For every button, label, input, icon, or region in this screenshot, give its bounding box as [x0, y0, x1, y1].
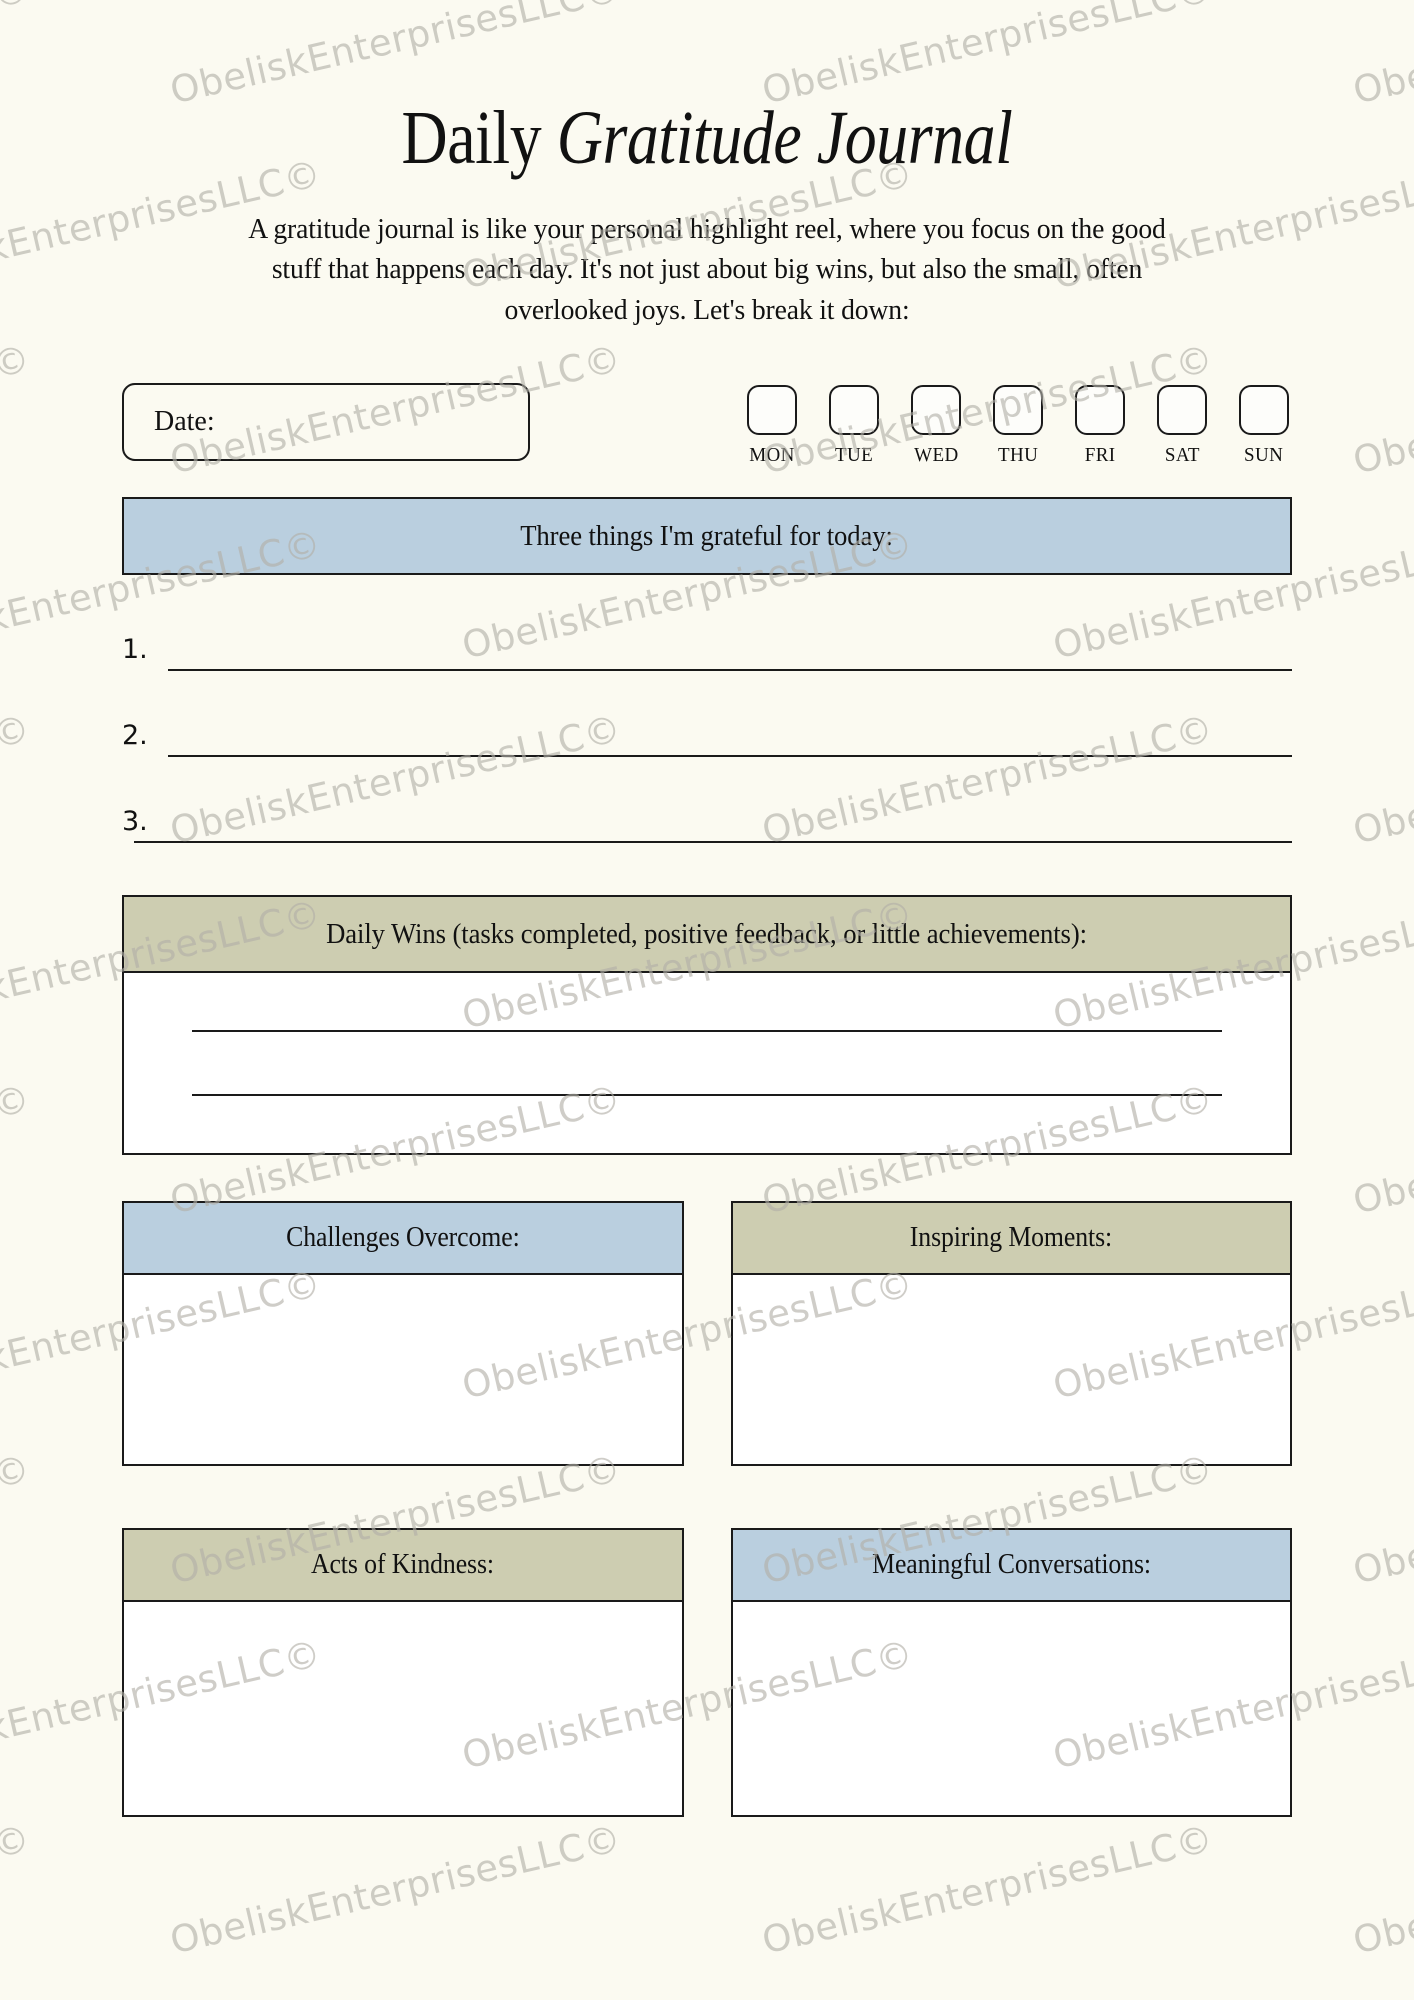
weekday-label-tue: TUE: [834, 444, 874, 467]
page-title: Daily Gratitude Journal: [216, 100, 1199, 176]
quadrant-acts-of-kindness: Acts of Kindness:: [122, 1528, 684, 1818]
grateful-heading-text: Three things I'm grateful for today:: [520, 519, 894, 552]
grateful-number-3: 3.: [122, 806, 148, 838]
quadrant-row-bottom: Acts of Kindness: Meaningful Conversatio…: [122, 1528, 1292, 1818]
checkbox-fri[interactable]: [1075, 385, 1125, 436]
weekday-label-sat: SAT: [1164, 444, 1200, 467]
weekday-label-thu: THU: [997, 444, 1039, 467]
weekday-label-sun: SUN: [1244, 444, 1284, 467]
grateful-writeline-2[interactable]: [168, 755, 1292, 758]
weekday-thu[interactable]: THU: [990, 385, 1046, 467]
grateful-writeline-3[interactable]: [134, 841, 1292, 844]
checkbox-wed[interactable]: [911, 385, 961, 436]
weekday-wed[interactable]: WED: [908, 385, 964, 467]
checkbox-sat[interactable]: [1157, 385, 1207, 436]
grateful-lines: 1. 2. 3.: [122, 613, 1292, 844]
daily-wins-panel: Daily Wins (tasks completed, positive fe…: [122, 895, 1292, 1156]
daily-wins-heading-text: Daily Wins (tasks completed, positive fe…: [326, 917, 1088, 950]
daily-wins-writeline-1[interactable]: [192, 1030, 1222, 1033]
inspiring-moments-heading-bar: Inspiring Moments:: [730, 1201, 1292, 1276]
watermark-text: ObeliskEnterprisesLLC©: [166, 1816, 626, 1963]
date-label: Date:: [154, 406, 215, 438]
watermark-text: ObeliskEnterprisesLLC©: [1349, 0, 1414, 113]
intro-paragraph: A gratitude journal is like your persona…: [248, 214, 1166, 326]
challenges-overcome-heading-bar: Challenges Overcome:: [122, 1201, 684, 1276]
meaningful-conversations-body[interactable]: [730, 1602, 1292, 1818]
challenges-overcome-body[interactable]: [122, 1275, 684, 1467]
meta-row: Date: MON TUE WED THU: [122, 383, 1292, 475]
grateful-item-1[interactable]: 1.: [122, 613, 1292, 672]
watermark-text: ObeliskEnterprisesLLC©: [1349, 1816, 1414, 1963]
grateful-number-1: 1.: [122, 634, 148, 666]
challenges-overcome-heading-text: Challenges Overcome:: [285, 1222, 520, 1254]
inspiring-moments-heading-text: Inspiring Moments:: [910, 1222, 1113, 1254]
weekday-tue[interactable]: TUE: [826, 385, 882, 467]
daily-wins-writeline-2[interactable]: [192, 1094, 1222, 1097]
daily-wins-body[interactable]: [122, 973, 1292, 1156]
meaningful-conversations-heading-bar: Meaningful Conversations:: [730, 1528, 1292, 1603]
acts-of-kindness-heading-text: Acts of Kindness:: [311, 1549, 495, 1581]
quadrant-inspiring-moments: Inspiring Moments:: [730, 1201, 1292, 1467]
weekday-fri[interactable]: FRI: [1072, 385, 1128, 467]
grateful-item-2[interactable]: 2.: [122, 699, 1292, 758]
grateful-heading-bar: Three things I'm grateful for today:: [122, 497, 1292, 576]
weekday-label-mon: MON: [749, 444, 795, 467]
checkbox-tue[interactable]: [829, 385, 879, 436]
weekday-sun[interactable]: SUN: [1236, 385, 1292, 467]
weekday-label-wed: WED: [913, 444, 959, 467]
checkbox-mon[interactable]: [747, 385, 797, 436]
weekday-label-fri: FRI: [1084, 444, 1116, 467]
journal-sheet: Daily Gratitude Journal A gratitude jour…: [0, 100, 1414, 1818]
page-title-regular: Daily: [401, 96, 557, 180]
weekday-mon[interactable]: MON: [744, 385, 800, 467]
acts-of-kindness-body[interactable]: [122, 1602, 684, 1818]
grateful-writeline-1[interactable]: [168, 669, 1292, 672]
checkbox-sun[interactable]: [1239, 385, 1289, 436]
quadrant-meaningful-conversations: Meaningful Conversations:: [730, 1528, 1292, 1818]
weekday-selector: MON TUE WED THU FRI: [744, 383, 1292, 467]
quadrant-row-top: Challenges Overcome: Inspiring Moments:: [122, 1201, 1292, 1467]
checkbox-thu[interactable]: [993, 385, 1043, 436]
watermark-text: ObeliskEnterprisesLLC©: [757, 1816, 1217, 1963]
page-title-italic: Gratitude Journal: [556, 96, 1013, 180]
inspiring-moments-body[interactable]: [730, 1275, 1292, 1467]
grateful-item-3[interactable]: 3.: [122, 785, 1292, 844]
acts-of-kindness-heading-bar: Acts of Kindness:: [122, 1528, 684, 1603]
quadrant-challenges-overcome: Challenges Overcome:: [122, 1201, 684, 1467]
daily-wins-heading-bar: Daily Wins (tasks completed, positive fe…: [122, 895, 1292, 974]
weekday-sat[interactable]: SAT: [1154, 385, 1210, 467]
grateful-number-2: 2.: [122, 720, 148, 752]
watermark-text: ObeliskEnterprisesLLC©: [0, 1816, 35, 1963]
watermark-text: ObeliskEnterprisesLLC©: [0, 0, 35, 113]
watermark-row: ObeliskEnterprisesLLC© ObeliskEnterprises…: [0, 1817, 1414, 1963]
date-input[interactable]: Date:: [122, 383, 530, 462]
meaningful-conversations-heading-text: Meaningful Conversations:: [871, 1549, 1151, 1581]
